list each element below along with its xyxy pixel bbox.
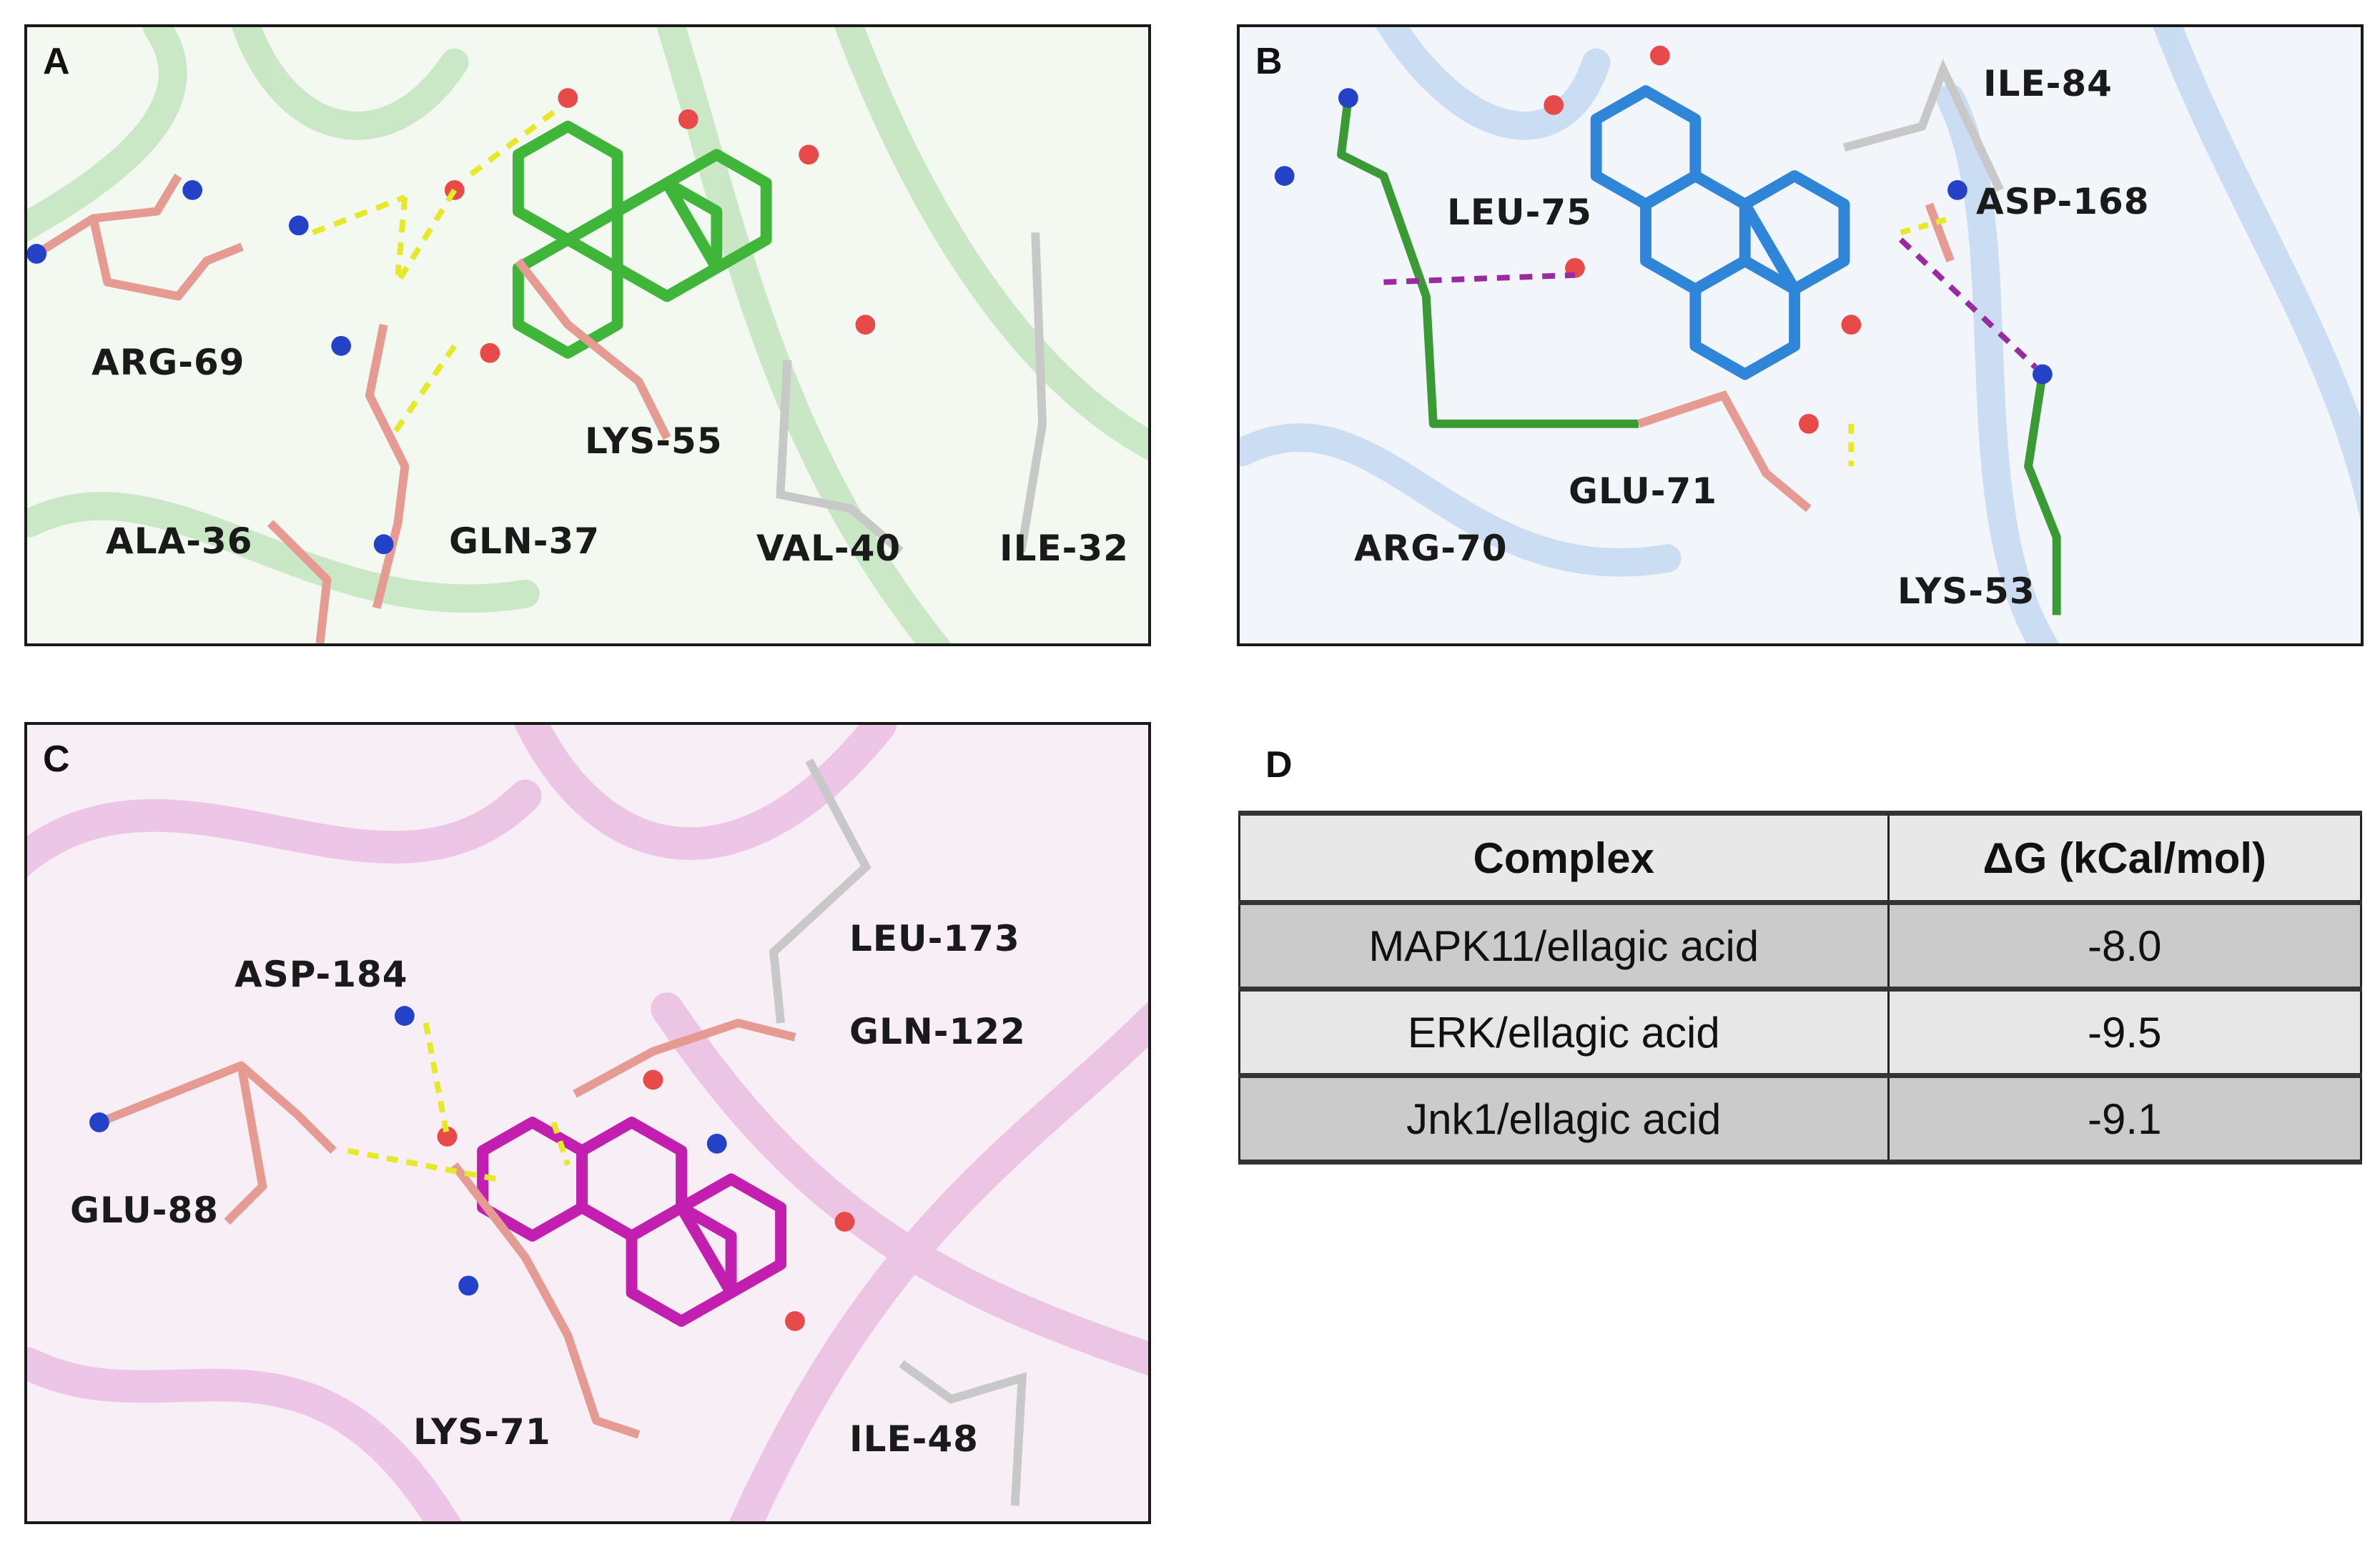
binding-energy-table: Complex ΔG (kCal/mol) MAPK11/ellagic aci… — [1238, 811, 2362, 1165]
panel-letter-b: B — [1255, 41, 1283, 82]
residue-label: GLU-88 — [70, 1190, 219, 1231]
complex-cell: Jnk1/ellagic acid — [1238, 1073, 1890, 1165]
residue-label: GLN-37 — [449, 520, 601, 562]
panel-c-docking-jnk1: C ASP-184 LEU-173 GLN-122 GLU-88 LYS-71 … — [24, 722, 1151, 1524]
column-header-delta-g: ΔG (kCal/mol) — [1887, 811, 2362, 905]
delta-g-cell: -9.1 — [1887, 1073, 2362, 1165]
residue-label: LEU-75 — [1447, 192, 1592, 233]
residue-label: LYS-53 — [1897, 570, 2035, 612]
panel-letter-a: A — [43, 41, 70, 82]
delta-g-cell: -9.5 — [1887, 987, 2362, 1078]
residue-label: LYS-55 — [585, 420, 723, 462]
panel-b-docking-erk: B ILE-84 ASP-168 LEU-75 ARG-70 GLU-71 LY… — [1237, 24, 2364, 646]
residue-label: ARG-70 — [1354, 528, 1508, 569]
residue-label: ILE-84 — [1983, 63, 2113, 104]
column-header-complex: Complex — [1238, 811, 1890, 905]
table-row: MAPK11/ellagic acid -8.0 — [1238, 900, 2362, 992]
panel-a-molecular-view — [27, 27, 1148, 643]
residue-label: LEU-173 — [849, 918, 1020, 959]
residue-label: ALA-36 — [106, 520, 253, 562]
residue-label: GLN-122 — [849, 1011, 1026, 1052]
residue-label: GLU-71 — [1569, 470, 1718, 512]
residue-label: ILE-32 — [999, 528, 1129, 569]
table-row: Jnk1/ellagic acid -9.1 — [1238, 1073, 2362, 1165]
table-row: ERK/ellagic acid -9.5 — [1238, 987, 2362, 1078]
panel-letter-c: C — [43, 738, 70, 780]
table-header-row: Complex ΔG (kCal/mol) — [1238, 811, 2362, 905]
residue-label: ARG-69 — [92, 342, 245, 383]
residue-label: ASP-184 — [234, 954, 408, 995]
panel-a-docking-mapk11: A ARG-69 ALA-36 GLN-37 LYS-55 VAL-40 ILE… — [24, 24, 1151, 646]
complex-cell: MAPK11/ellagic acid — [1238, 900, 1890, 992]
delta-g-cell: -8.0 — [1887, 900, 2362, 992]
panel-b-molecular-view — [1240, 27, 2361, 643]
residue-label: ASP-168 — [1976, 181, 2150, 222]
panel-c-molecular-view — [27, 725, 1148, 1521]
complex-cell: ERK/ellagic acid — [1238, 987, 1890, 1078]
residue-label: ILE-48 — [849, 1418, 979, 1460]
residue-label: VAL-40 — [756, 528, 902, 569]
panel-letter-d: D — [1265, 744, 1293, 786]
residue-label: LYS-71 — [413, 1411, 551, 1453]
